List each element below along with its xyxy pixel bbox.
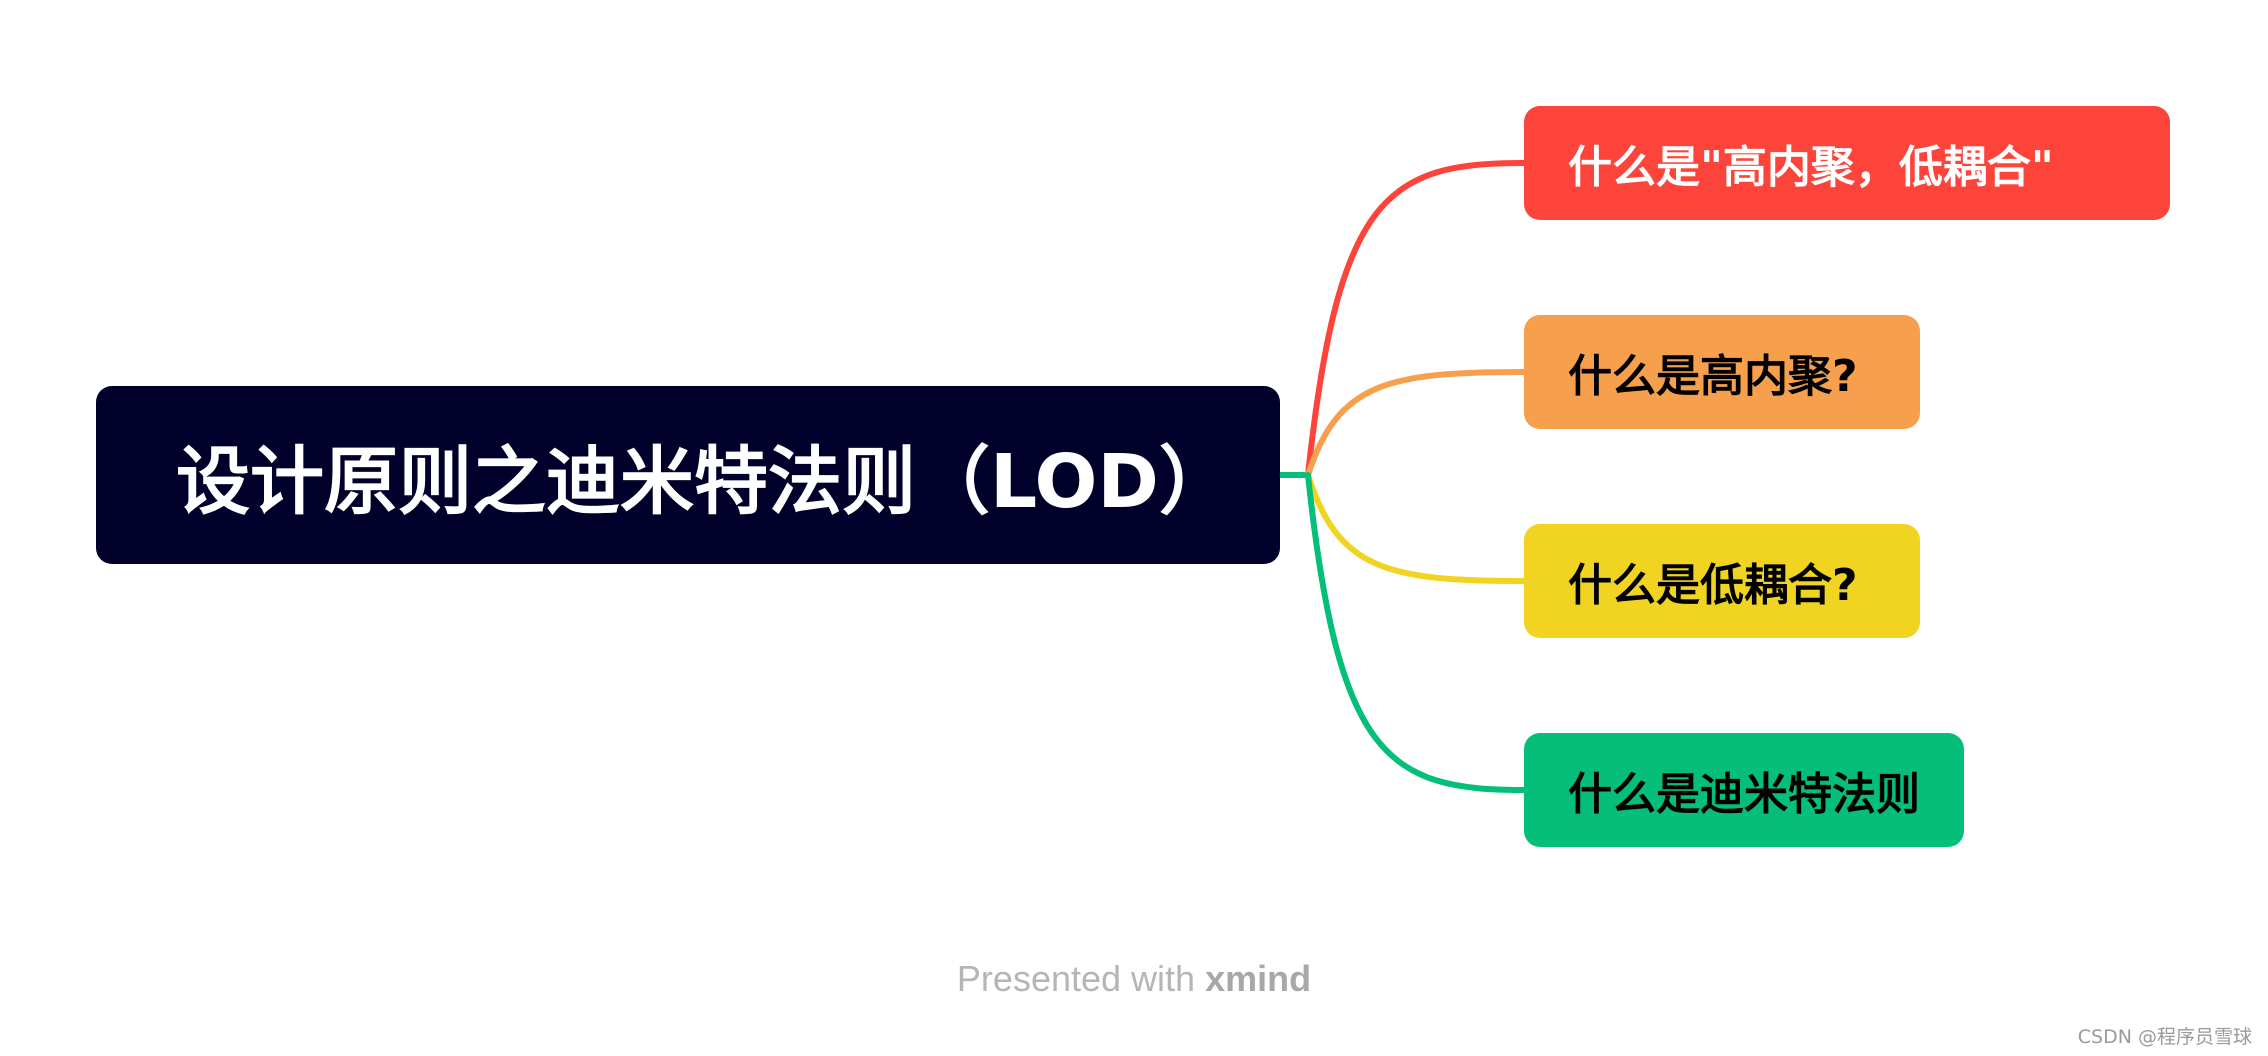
footer-prefix: Presented with <box>956 958 1206 999</box>
branch-topic-label: 什么是高内聚? <box>1568 351 1858 402</box>
branch-topic-label: 什么是低耦合? <box>1568 560 1858 611</box>
root-topic[interactable]: 设计原则之迪米特法则（LOD） <box>96 386 1280 564</box>
csdn-watermark: CSDN @程序员雪球 <box>2077 1026 2252 1048</box>
branch-topic-4[interactable]: 什么是迪米特法则 <box>1524 733 1964 847</box>
connector-line-4 <box>1305 472 1527 793</box>
branch-topic-1[interactable]: 什么是"高内聚，低耦合" <box>1524 106 2170 220</box>
connector-line-1 <box>1305 160 1527 478</box>
xmind-brand-logo: xmind <box>1205 958 1312 999</box>
branch-topic-2[interactable]: 什么是高内聚? <box>1524 315 1920 429</box>
connector-line-2 <box>1305 369 1527 478</box>
presented-with-footer: Presented with xmind <box>0 958 2268 1000</box>
root-topic-label: 设计原则之迪米特法则（LOD） <box>176 438 1233 525</box>
branch-topic-label: 什么是迪米特法则 <box>1568 769 1920 820</box>
branch-topic-label: 什么是"高内聚，低耦合" <box>1568 142 2054 193</box>
branch-topic-3[interactable]: 什么是低耦合? <box>1524 524 1920 638</box>
connector-line-3 <box>1305 472 1527 584</box>
